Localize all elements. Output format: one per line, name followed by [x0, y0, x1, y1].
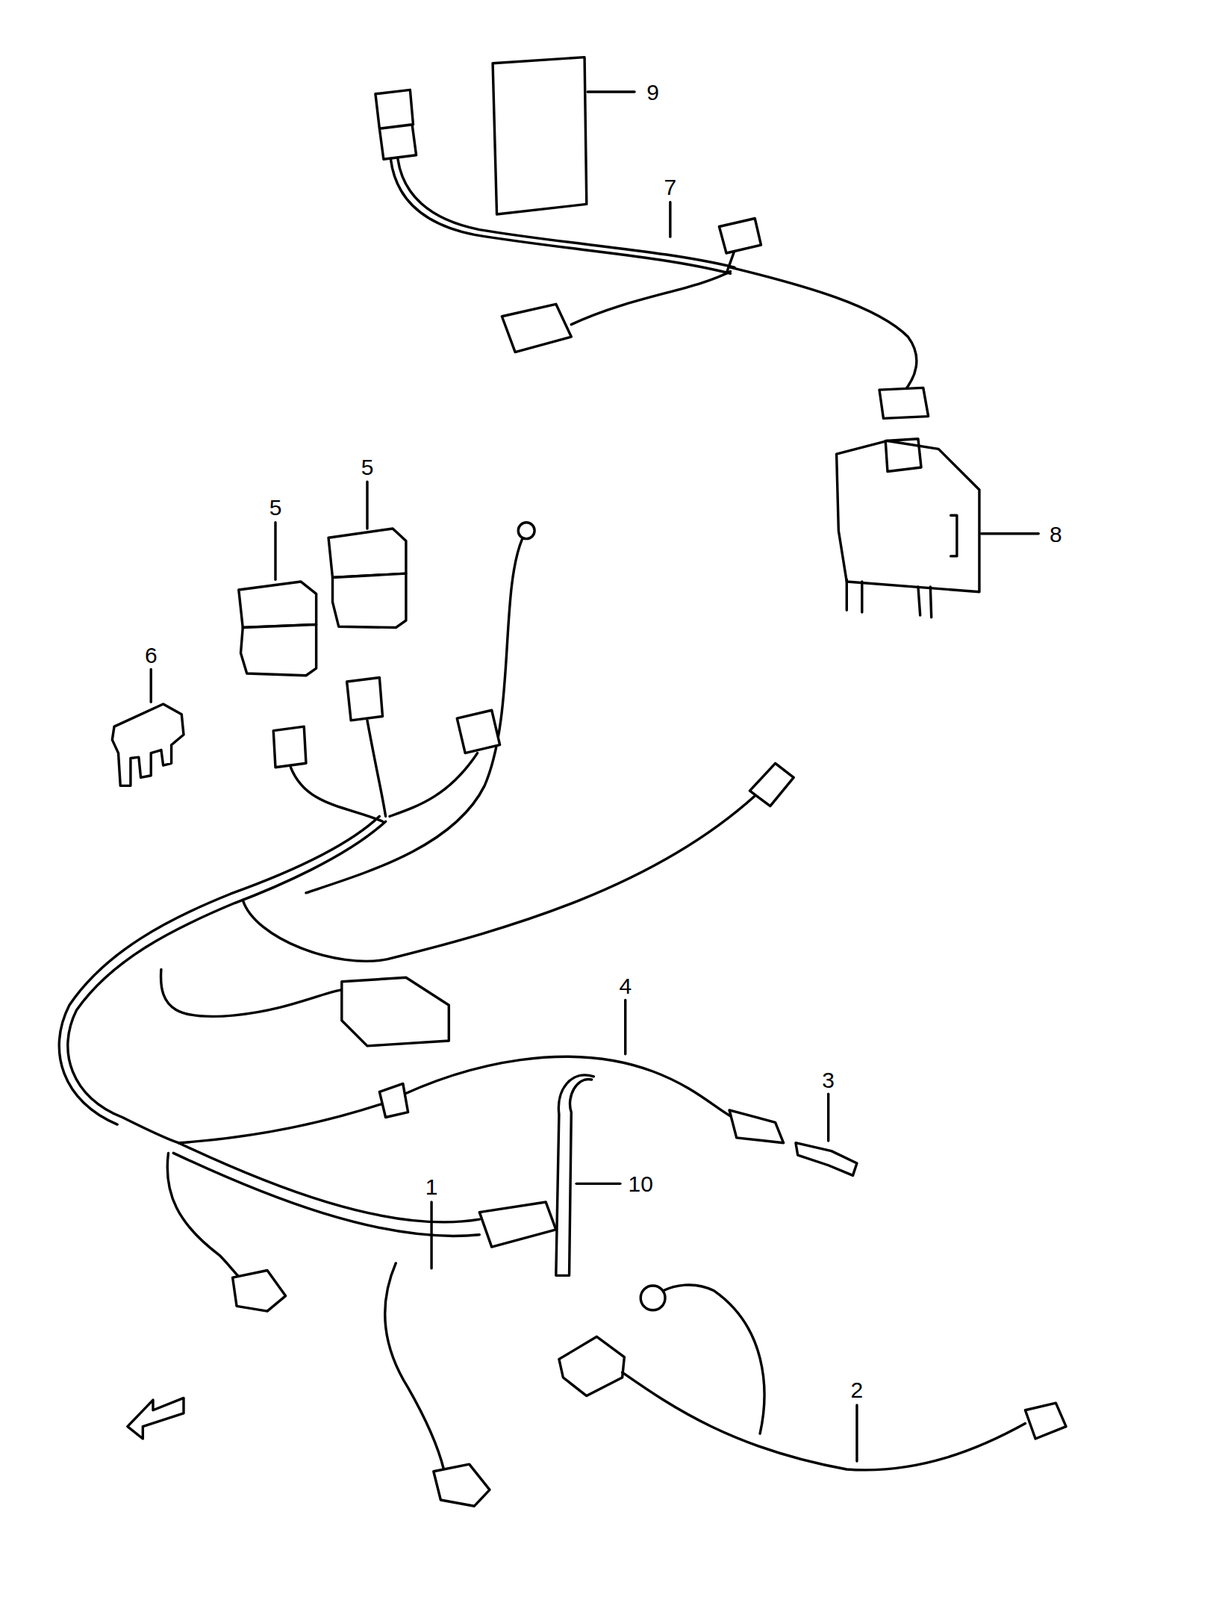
temperature-sensor — [795, 1142, 857, 1176]
sub-harness — [375, 89, 929, 419]
leader-lines — [150, 91, 1039, 1461]
control-unit — [836, 438, 980, 618]
direction-arrow — [127, 1397, 184, 1439]
callout-number: 5 — [267, 494, 285, 520]
callout-number: 10 — [626, 1171, 656, 1196]
callout-number: 9 — [644, 79, 662, 104]
callout-number: 4 — [616, 973, 634, 999]
callout-number: 7 — [662, 174, 680, 200]
callout-number: 1 — [423, 1174, 441, 1199]
ground-lead — [556, 1074, 595, 1275]
relay — [238, 528, 407, 676]
callout-number: 8 — [1047, 521, 1065, 546]
callout-number: 6 — [142, 642, 160, 668]
callout-number: 2 — [848, 1377, 866, 1402]
manual-card — [492, 57, 587, 215]
callout-number: 5 — [359, 453, 377, 479]
fuse — [111, 703, 184, 786]
main-harness — [58, 522, 794, 1506]
callout-number: 3 — [819, 1066, 837, 1092]
switch-harness — [559, 1284, 1066, 1470]
